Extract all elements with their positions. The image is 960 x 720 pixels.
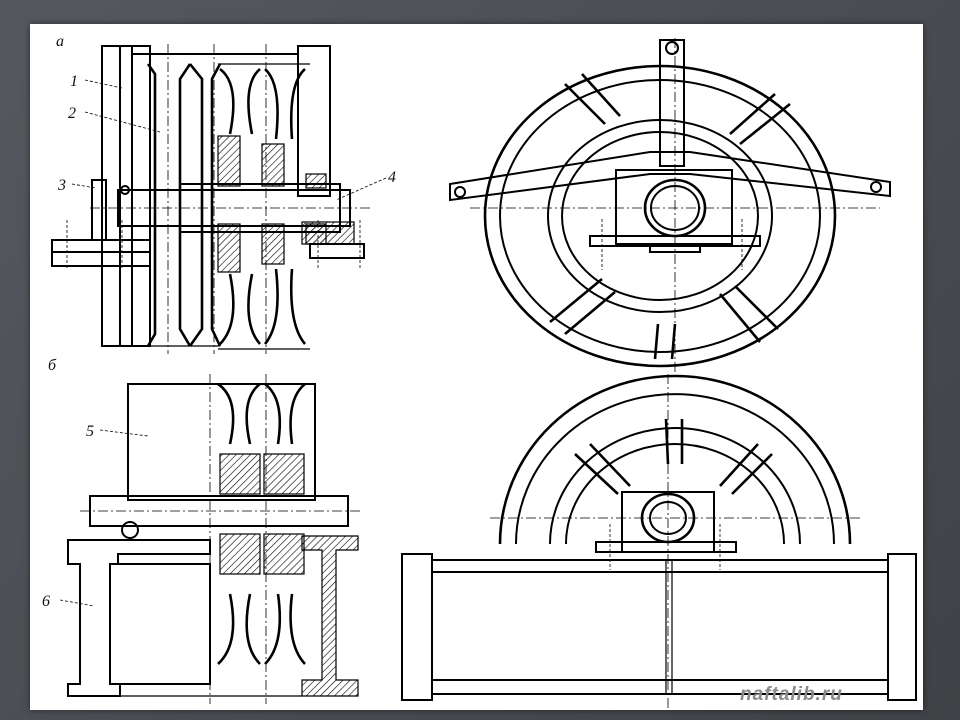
label-part-6: 6: [42, 593, 50, 610]
view-a-front: [449, 38, 891, 372]
label-part-4: 4: [388, 169, 396, 186]
view-b-front: [401, 374, 917, 708]
label-part-2: 2: [68, 105, 76, 122]
view-a-section: [51, 44, 387, 354]
technical-drawing: а б 1 2 3 4 5 6 naftalib.ru: [42, 33, 917, 708]
label-part-1: 1: [70, 73, 78, 90]
label-part-5: 5: [86, 423, 94, 440]
drawing-sheet: а б 1 2 3 4 5 6 naftalib.ru: [30, 24, 923, 710]
label-part-3: 3: [57, 177, 66, 194]
label-view-a: а: [56, 33, 64, 50]
view-b-section: [59, 374, 360, 704]
label-view-b: б: [48, 357, 57, 374]
watermark: naftalib.ru: [740, 684, 843, 705]
